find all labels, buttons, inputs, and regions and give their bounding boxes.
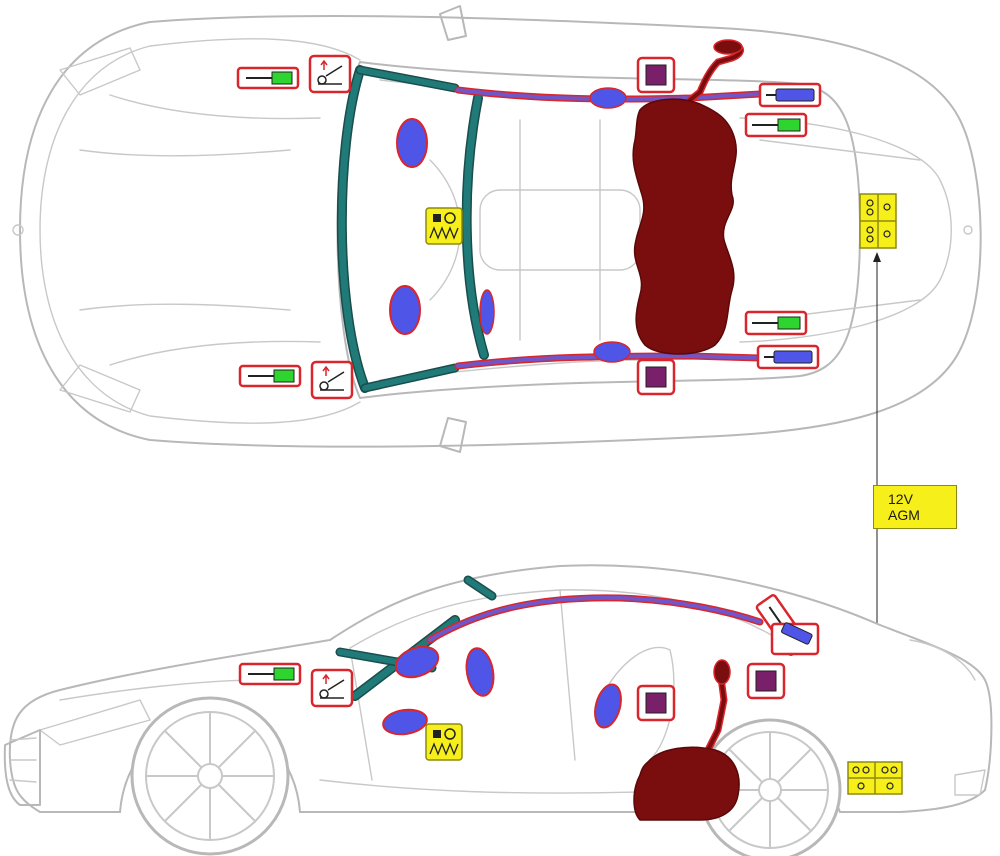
rollover-protection-top (336, 65, 489, 393)
battery-icon (847, 761, 903, 795)
hood-release-icon (310, 360, 354, 400)
gas-strut-callout-front-left (236, 66, 300, 90)
battery-icon (859, 193, 897, 249)
airbags-top (389, 87, 631, 363)
rear-wheel (698, 718, 842, 856)
curtain-airbag-top (454, 86, 764, 370)
sensor-box-side-b-pillar (636, 684, 676, 722)
battery-type-text: AGM (888, 507, 920, 523)
fuel-tank-side (633, 659, 740, 821)
hood-release-icon (310, 668, 354, 708)
sensor-box-side-rear (746, 662, 786, 700)
seatbelt-pretensioner-callout-top-left (758, 82, 822, 108)
hood-release-icon (308, 54, 352, 94)
sensor-box-top-right (636, 358, 676, 396)
gas-strut-callout-side-front (238, 662, 302, 686)
gas-strut-callout-rear-right (744, 310, 808, 336)
seatbelt-pretensioner-callout-top-right (756, 344, 820, 370)
seatbelt-pretensioner-callout-side (770, 622, 820, 656)
gas-strut-callout-front-right (238, 364, 302, 388)
airbag-control-unit-icon (425, 723, 463, 761)
fuel-tank-top (632, 39, 745, 355)
curtain-airbag-side (426, 594, 764, 644)
sensor-box-top-left (636, 56, 676, 94)
gas-strut-callout-rear-left (744, 112, 808, 138)
airbag-control-unit-icon (425, 207, 463, 245)
top-view-car-outline (12, 5, 982, 453)
airbags-side (382, 645, 622, 736)
front-wheel (130, 696, 290, 856)
battery-type-label: 12V AGM (873, 485, 957, 529)
battery-voltage-text: 12V (888, 491, 913, 507)
